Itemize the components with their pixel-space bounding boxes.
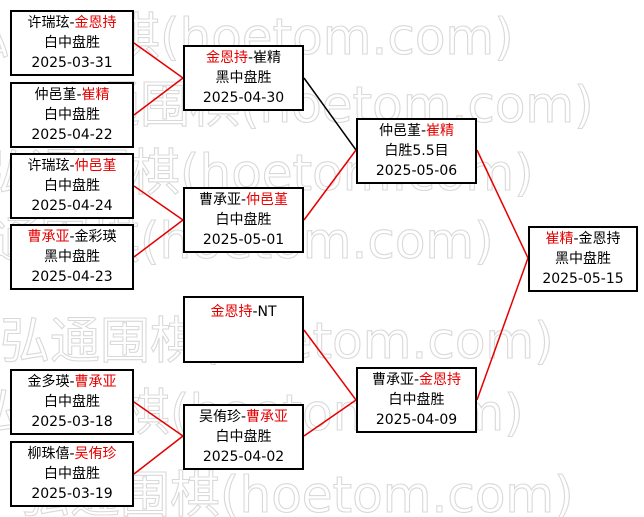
match-box-r1-6: 柳珠僖-吴侑珍 白中盘胜 2025-03-19	[10, 441, 134, 507]
match-players: 许瑞玹-金恩持	[27, 15, 117, 31]
bracket-line	[133, 77, 184, 116]
match-date: 2025-05-15	[542, 271, 624, 287]
match-box-r2-3: 金恩持-NT	[183, 296, 304, 363]
match-date: 2025-04-30	[202, 90, 285, 106]
match-box-r1-2: 仲邑堇-崔精 白中盘胜 2025-04-22	[10, 82, 134, 148]
match-players: 曹承亚-金彩瑛	[27, 229, 117, 245]
match-players: 仲邑堇-崔精	[378, 123, 455, 139]
match-date: 2025-04-02	[202, 449, 285, 465]
match-date: 2025-05-06	[375, 163, 458, 179]
player-name: 金恩持	[578, 231, 621, 247]
player-name: 金恩持	[419, 372, 462, 388]
match-date: 2025-03-18	[31, 414, 113, 430]
match-result: 白中盘胜	[44, 107, 100, 123]
match-players: 金恩持-NT	[210, 304, 277, 320]
player-name: 许瑞玹	[27, 158, 70, 174]
bracket-line	[133, 435, 184, 475]
player-name: 吴侑珍	[74, 446, 117, 462]
player-name: 金多瑛	[27, 374, 70, 390]
match-players: 崔精-金恩持	[545, 231, 621, 247]
player-name: 曹承亚	[74, 374, 117, 390]
match-result: 白中盘胜	[215, 429, 272, 445]
match-date: 2025-04-24	[31, 198, 113, 214]
player-name: NT	[257, 304, 277, 320]
player-name: 仲邑堇	[246, 192, 289, 208]
match-result: 白中盘胜	[44, 466, 100, 482]
match-result: 白中盘胜	[215, 212, 272, 228]
match-players: 柳珠僖-吴侑珍	[27, 446, 117, 462]
match-result: 白中盘胜	[388, 392, 445, 408]
bracket-line	[476, 149, 529, 259]
match-result: 黑中盘胜	[44, 249, 100, 265]
match-result: 白中盘胜	[44, 394, 100, 410]
match-date: 2025-05-01	[202, 232, 285, 248]
match-result: 黑中盘胜	[215, 70, 272, 86]
bracket-line	[303, 149, 357, 221]
match-date: 2025-04-23	[31, 269, 113, 285]
match-players: 许瑞玹-仲邑堇	[27, 158, 117, 174]
match-box-r2-1: 金恩持-崔精 黑中盘胜 2025-04-30	[183, 45, 304, 111]
match-result: 黑中盘胜	[555, 251, 611, 267]
match-result: 白中盘胜	[44, 35, 100, 51]
match-box-r1-1: 许瑞玹-金恩持 白中盘胜 2025-03-31	[10, 10, 134, 76]
match-box-r1-3: 许瑞玹-仲邑堇 白中盘胜 2025-04-24	[10, 153, 134, 219]
bracket-line	[303, 329, 357, 401]
match-result: 白胜5.5目	[384, 143, 449, 159]
bracket-line	[303, 399, 357, 437]
match-players: 仲邑堇-崔精	[34, 87, 110, 103]
match-players: 曹承亚-金恩持	[371, 372, 462, 388]
match-box-r1-4: 曹承亚-金彩瑛 黑中盘胜 2025-04-23	[10, 224, 134, 290]
player-name: 金恩持	[205, 50, 248, 66]
bracket-line	[133, 401, 184, 437]
player-name: 崔精	[253, 50, 282, 66]
match-players: 曹承亚-仲邑堇	[198, 192, 289, 208]
player-name: 崔精	[426, 123, 455, 139]
match-box-r2-4: 吴侑珍-曹承亚 白中盘胜 2025-04-02	[183, 404, 304, 470]
match-box-final: 崔精-金恩持 黑中盘胜 2025-05-15	[528, 226, 638, 292]
match-date: 2025-03-19	[31, 486, 113, 502]
player-name: 崔精	[545, 231, 574, 247]
player-name: 金恩持	[210, 304, 253, 320]
match-box-r3-1: 仲邑堇-崔精 白胜5.5目 2025-05-06	[356, 118, 477, 184]
match-box-r3-2: 曹承亚-金恩持 白中盘胜 2025-04-09	[356, 367, 477, 433]
bracket-line	[476, 257, 529, 401]
match-box-r2-2: 曹承亚-仲邑堇 白中盘胜 2025-05-01	[183, 187, 304, 253]
player-name: 仲邑堇	[34, 87, 77, 103]
match-box-r1-5: 金多瑛-曹承亚 白中盘胜 2025-03-18	[10, 369, 134, 435]
player-name: 金彩瑛	[74, 229, 117, 245]
player-name: 金恩持	[74, 15, 117, 31]
match-result: 白中盘胜	[44, 178, 100, 194]
player-name: 吴侑珍	[198, 409, 241, 425]
player-name: 曹承亚	[246, 409, 289, 425]
bracket-line	[303, 77, 357, 151]
match-players: 金多瑛-曹承亚	[27, 374, 117, 390]
match-players: 金恩持-崔精	[205, 50, 282, 66]
player-name: 仲邑堇	[378, 123, 421, 139]
match-date: 2025-04-22	[31, 127, 113, 143]
bracket-line	[133, 219, 184, 258]
player-name: 曹承亚	[198, 192, 241, 208]
player-name: 许瑞玹	[27, 15, 70, 31]
match-players: 吴侑珍-曹承亚	[198, 409, 289, 425]
player-name: 仲邑堇	[74, 158, 117, 174]
bracket-line	[133, 185, 184, 221]
match-date: 2025-04-09	[375, 412, 458, 428]
player-name: 崔精	[81, 87, 110, 103]
player-name: 曹承亚	[27, 229, 70, 245]
match-date: 2025-03-31	[31, 55, 113, 71]
player-name: 曹承亚	[371, 372, 414, 388]
player-name: 柳珠僖	[27, 446, 70, 462]
bracket-line	[133, 42, 184, 79]
